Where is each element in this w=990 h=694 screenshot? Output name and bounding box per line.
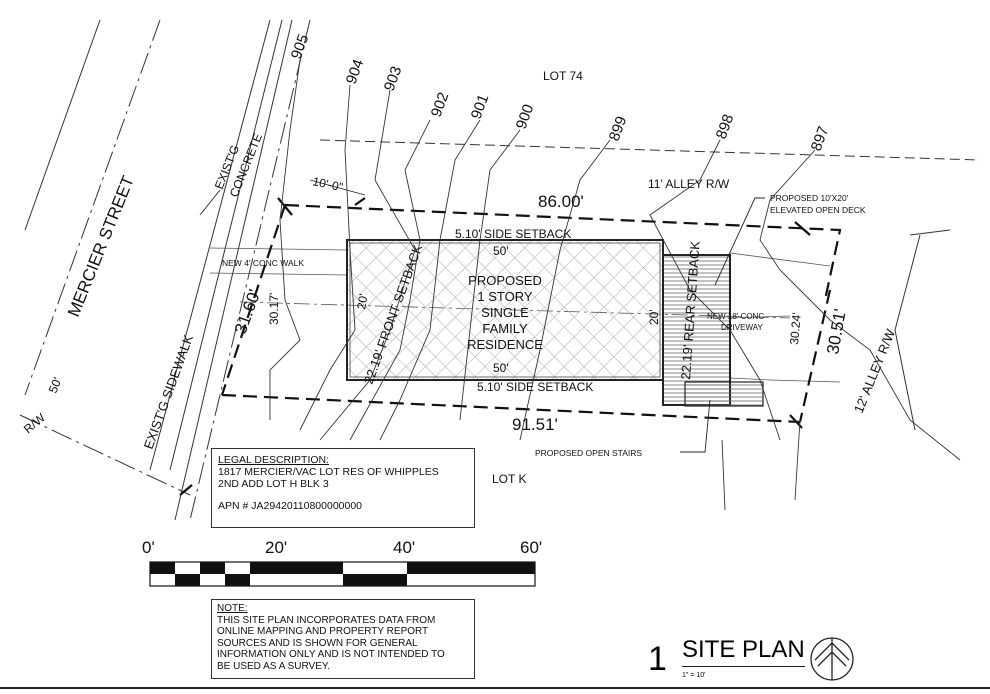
open-stairs (684, 381, 764, 407)
alley-top-label: 11' ALLEY R/W (648, 177, 730, 191)
walk-label: NEW 4' CONC WALK (222, 258, 304, 268)
contour-901: 901 (468, 92, 493, 121)
residence-line: RESIDENCE (467, 337, 543, 352)
residence-line: PROPOSED (468, 273, 542, 288)
bldg-length-top: 50' (493, 244, 509, 258)
legal-heading: LEGAL DESCRIPTION: (218, 454, 330, 466)
exist-sidewalk: EXIST'G SIDEWALK (141, 332, 196, 451)
street-rw-label: R/W (21, 410, 48, 436)
contour-904: 904 (343, 57, 368, 86)
scale-tick-20: 20' (265, 538, 287, 557)
bldg-width-right: 20' (647, 309, 661, 325)
graphic-scale: 0' 20' 40' 60' (142, 538, 542, 587)
drawing-number: 1 (648, 640, 667, 678)
legal-description-box: LEGAL DESCRIPTION: 1817 MERCIER/VAC LOT … (211, 448, 475, 528)
driveway-label-2: DRIVEWAY (721, 323, 763, 332)
scale-tick-40: 40' (393, 538, 415, 557)
residence-label: PROPOSED 1 STORY SINGLE FAMILY RESIDENCE (467, 273, 543, 352)
lot-74-label: LOT 74 (543, 69, 583, 83)
contour-897: 897 (808, 124, 833, 153)
leader-lines (309, 179, 765, 453)
deck-label-1: PROPOSED 10'X20' (770, 193, 849, 203)
alley-right-label: 12' ALLEY R/W (851, 326, 899, 415)
residence-line: SINGLE (481, 305, 529, 320)
note-line: ONLINE MAPPING AND PROPERTY REPORT (217, 626, 429, 637)
street-lines (19, 19, 981, 521)
dim-offset: 10'-0" (311, 174, 344, 194)
note-box: NOTE: THIS SITE PLAN INCORPORATES DATA F… (211, 599, 475, 679)
legal-apn: APN # JA29420110800000000 (218, 500, 363, 512)
note-heading: NOTE: (217, 603, 248, 614)
dim-bottom: 91.51' (512, 415, 558, 434)
dim-right-inner: 30.24' (787, 312, 804, 345)
drawing-scale: 1" = 10' (682, 672, 706, 679)
contour-900: 900 (513, 102, 538, 131)
dim-right: 30.51' (823, 307, 850, 355)
dim-left-inner: 30.17' (267, 293, 281, 325)
note-line: BE USED AS A SURVEY. (217, 660, 331, 672)
note-line: SOURCES AND IS SHOWN FOR GENERAL (217, 637, 418, 649)
contour-labels: 905 904 903 902 901 900 899 898 897 (288, 32, 833, 153)
scale-tick-60: 60' (520, 538, 542, 557)
driveway-label-1: NEW 18' CONC (707, 312, 764, 321)
north-arrow-icon (810, 637, 854, 681)
drawing-name: SITE PLAN (682, 636, 805, 667)
contour-903: 903 (381, 64, 406, 93)
side-setback-top: 5.10' SIDE SETBACK (455, 227, 571, 241)
elevated-deck (662, 254, 731, 406)
deck-label-2: ELEVATED OPEN DECK (770, 205, 866, 215)
contour-899: 899 (606, 114, 631, 143)
proposed-residence (346, 239, 664, 381)
contour-902: 902 (428, 90, 453, 119)
bldg-length-bottom: 50' (493, 361, 509, 375)
lot-k-label: LOT K (492, 472, 526, 486)
contour-898: 898 (713, 112, 738, 141)
contour-905: 905 (288, 32, 313, 61)
note-line: INFORMATION ONLY AND IS NOT INTENDED TO (217, 649, 445, 660)
note-line: THIS SITE PLAN INCORPORATES DATA FROM (217, 614, 436, 626)
stairs-label: PROPOSED OPEN STAIRS (535, 448, 642, 458)
bldg-width-left: 20' (354, 293, 371, 311)
street-name: MERCIER STREET (64, 173, 138, 319)
legal-line-1: 1817 MERCIER/VAC LOT RES OF WHIPPLES (218, 466, 439, 478)
legal-line-2: 2ND ADD LOT H BLK 3 (218, 478, 329, 490)
street-rw-width: 50' (46, 375, 65, 395)
residence-line: FAMILY (482, 321, 528, 336)
contour-lines (269, 59, 961, 511)
dim-left: 31.60' (231, 287, 265, 337)
side-setback-bottom: 5.10' SIDE SETBACK (477, 380, 593, 394)
scale-tick-0: 0' (142, 538, 155, 557)
residence-line: 1 STORY (477, 289, 532, 304)
dim-top: 86.00' (538, 192, 584, 211)
